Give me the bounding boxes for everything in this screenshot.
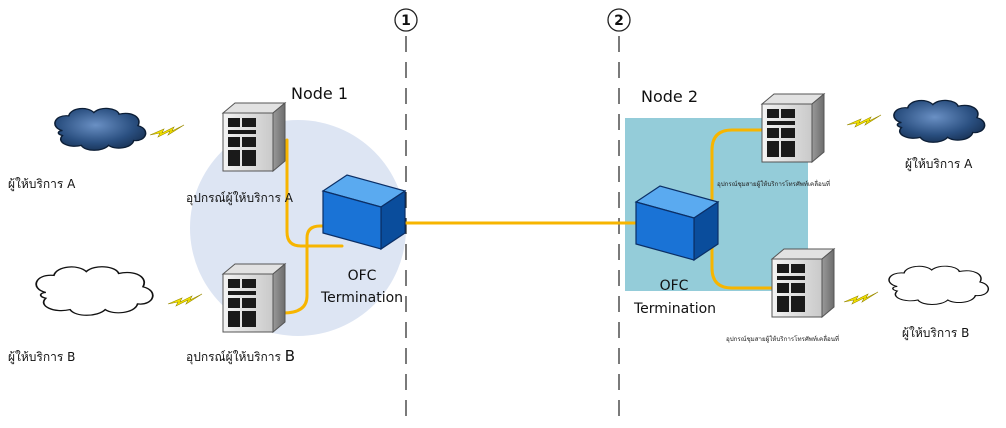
node2-ofc-label-line1: OFC [660,278,689,294]
node1-ofc-label-line1: OFC [348,268,377,284]
node2-provider-a-label: ผู้ให้บริการ A [905,157,973,172]
node2-wireless-a-icon [846,114,882,128]
node1-server-a-icon [222,102,286,172]
node1-ofc-label-line2: Termination [320,290,403,306]
node1-server-b-icon [222,263,286,333]
fiber-link-node1-server-a [285,138,344,248]
node1-title: Node 1 [291,84,348,103]
marker-1-label: 1 [401,13,411,29]
fiber-link-node2-server-top [710,128,768,207]
node1-device-a-label: อุปกรณ์ผู้ให้บริการ A [186,191,294,206]
node1-device-b-label-letter: B [285,347,295,365]
node1-provider-b-label: ผู้ให้บริการ B [8,350,75,365]
node2-device-top-label: อุปกรณ์ชุมสายผู้ให้บริการโทรศัพท์เคลื่อน… [717,180,830,188]
node2-provider-b-label: ผู้ให้บริการ B [902,326,969,341]
node2-ofc-label-line2: Termination [633,301,716,317]
fiber-link-node2-server-bottom [710,240,778,290]
node1-provider-a-label: ผู้ให้บริการ A [8,177,76,192]
node1-wireless-b-icon [167,293,203,307]
marker-1: 1 [394,8,418,32]
node2-server-top-icon [761,93,825,163]
marker-2-label: 2 [614,13,624,29]
marker-2: 2 [607,8,631,32]
node1-device-b-label: อุปกรณ์ผู้ให้บริการ B [186,347,295,365]
node1-provider-a-storm-cloud-icon [54,107,147,152]
node1-provider-b-cloud-icon [35,265,154,317]
node2-provider-b-cloud-icon [888,265,990,306]
fiber-links [281,128,778,315]
node2-device-bottom-label: อุปกรณ์ชุมสายผู้ให้บริการโทรศัพท์เคลื่อน… [726,335,839,343]
fiber-link-node1-server-b [281,224,344,315]
node2-wireless-b-icon [843,291,879,305]
node2-title: Node 2 [641,87,698,106]
node1-wireless-a-icon [149,124,185,138]
node2-server-bottom-icon [771,248,835,318]
node2-provider-a-storm-cloud-icon [893,99,986,144]
